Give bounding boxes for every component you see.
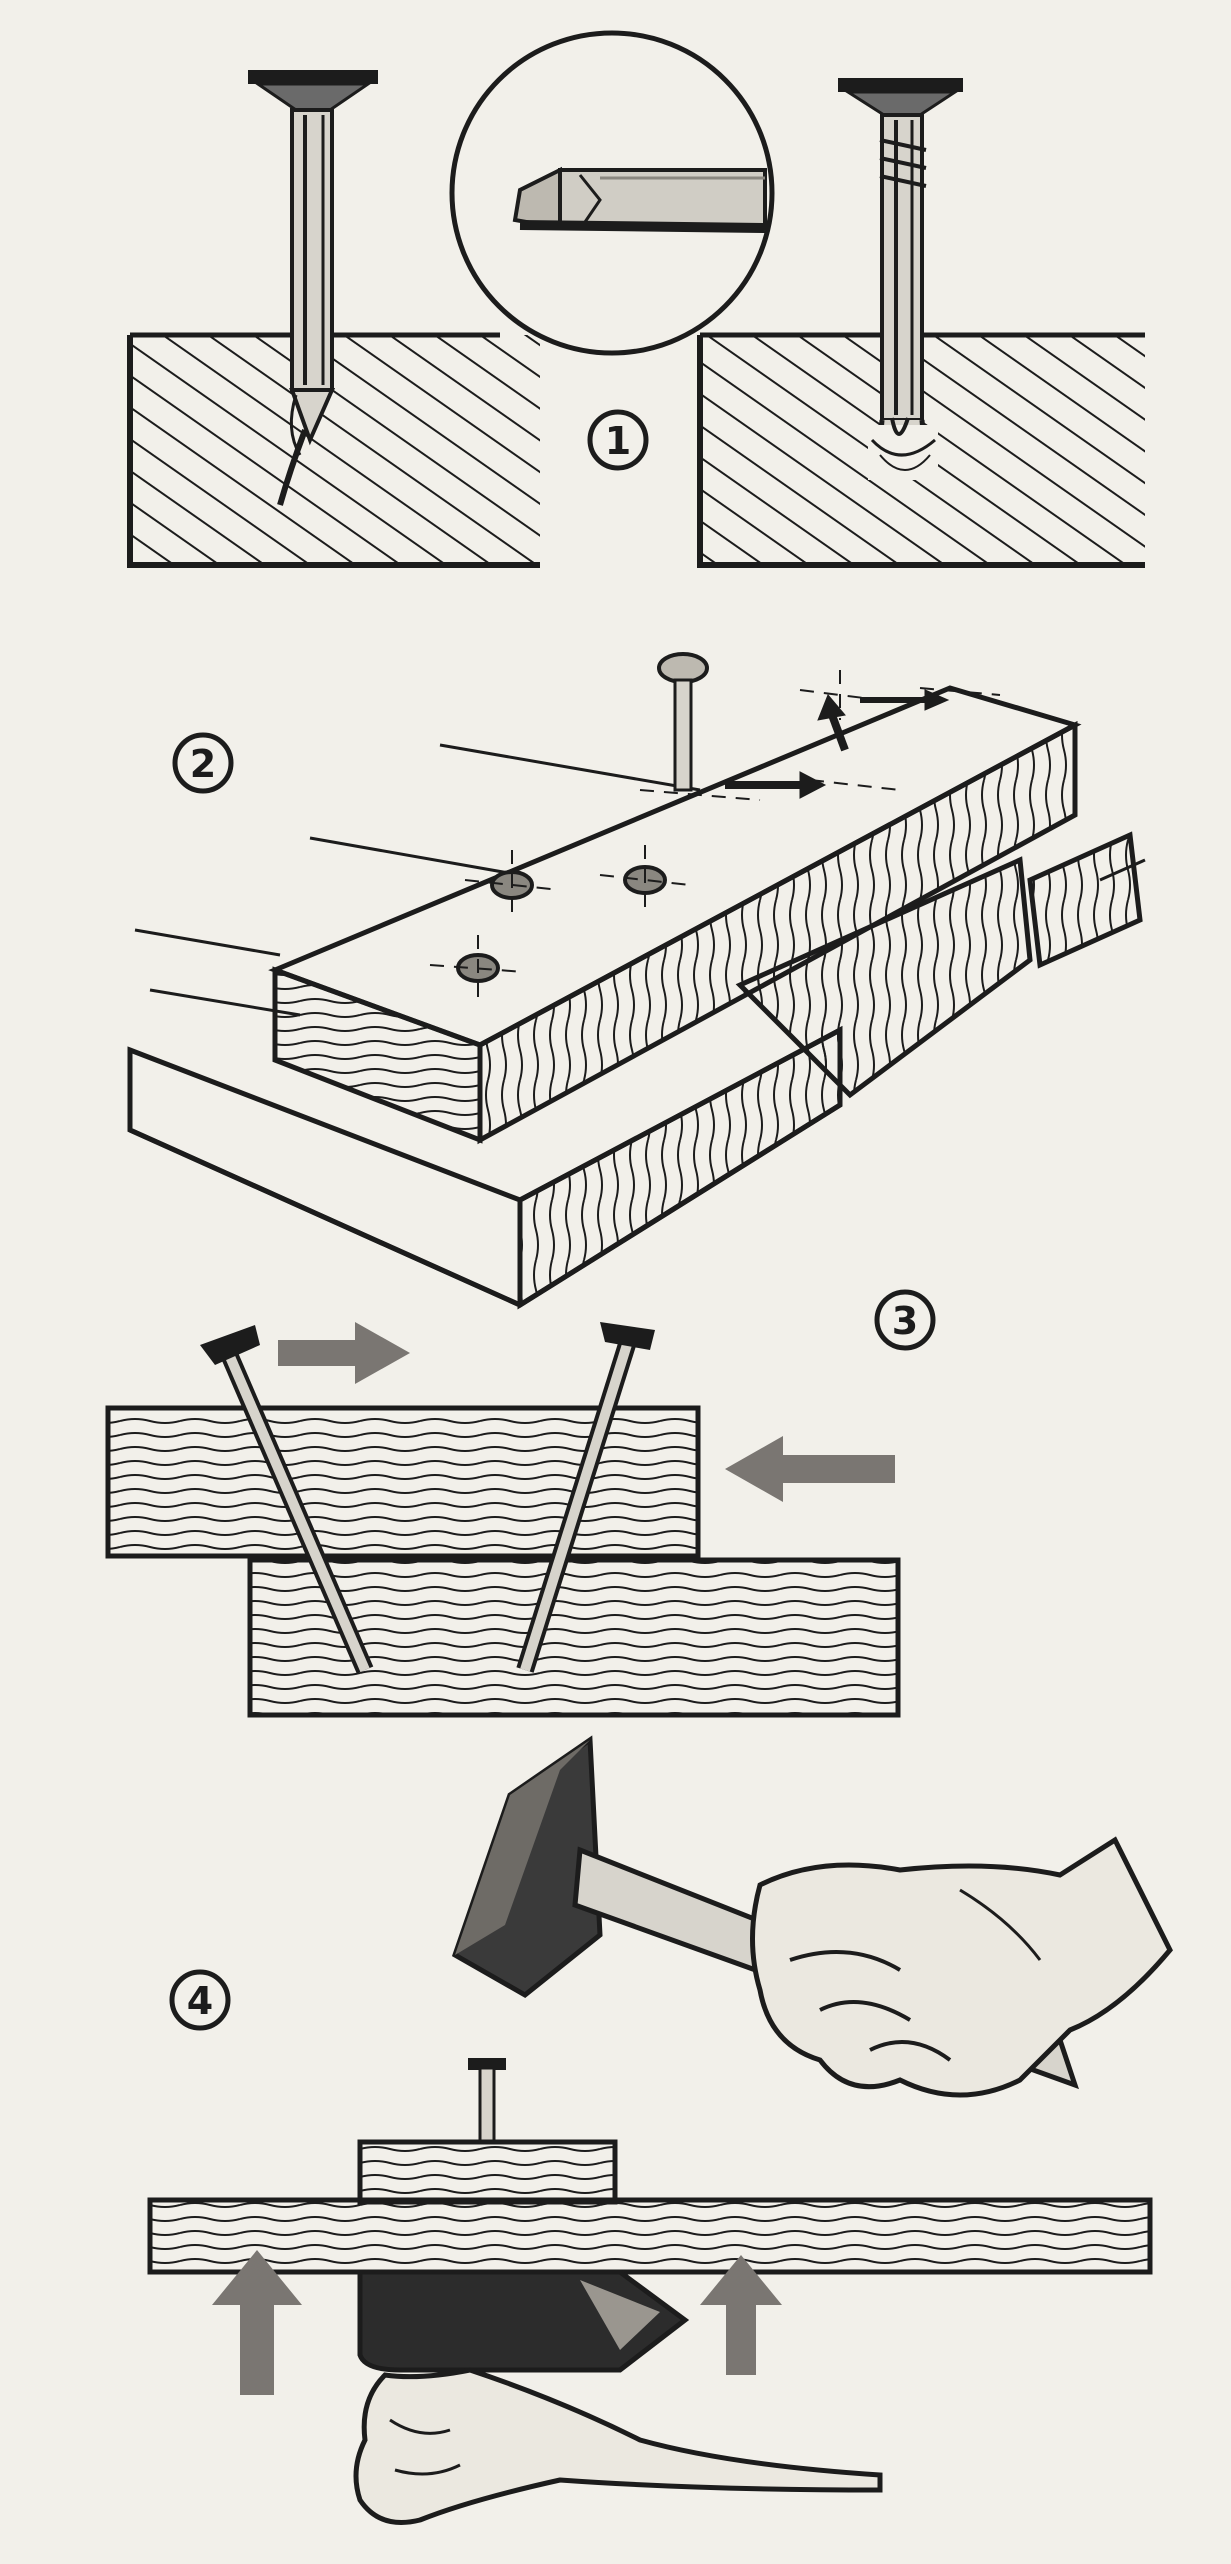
svg-text:4: 4 — [187, 1979, 213, 2023]
offset-arrows — [725, 689, 950, 799]
supporting-hand-icon — [353, 2367, 883, 2525]
toe-nail-left-icon — [200, 1325, 374, 1674]
panel-3: 3 — [105, 1289, 936, 1718]
force-arrows — [278, 1322, 895, 1502]
panel-1: 1 — [127, 30, 1145, 568]
panel-4: 4 — [147, 1735, 1173, 2525]
hand-holding-hammer-icon — [750, 1836, 1173, 2098]
panel-number-3: 3 — [874, 1289, 936, 1351]
nail-tip-detail-icon — [449, 30, 775, 356]
sharp-nail-icon — [248, 70, 378, 506]
bottom-board — [127, 1025, 843, 1310]
clinch-nail-icon — [468, 2058, 506, 2145]
blunt-nail-icon — [838, 78, 963, 480]
svg-text:1: 1 — [605, 419, 631, 463]
panel-2: 2 — [127, 652, 1146, 1310]
standing-nail-icon — [657, 652, 709, 792]
layout-lines — [429, 670, 1001, 1000]
long-board — [147, 2197, 1153, 2275]
panel-number-1: 1 — [587, 409, 649, 471]
top-block — [357, 2139, 618, 2205]
svg-text:3: 3 — [892, 1299, 918, 1343]
wood-block-left — [127, 332, 540, 568]
toe-nail-right-icon — [516, 1322, 655, 1673]
svg-text:2: 2 — [190, 742, 216, 786]
middle-block — [735, 831, 1143, 1099]
panel-number-2: 2 — [172, 732, 234, 794]
support-arrows — [212, 2250, 782, 2395]
panel-number-4: 4 — [169, 1969, 231, 2031]
backing-dolly-icon — [357, 2269, 690, 2373]
